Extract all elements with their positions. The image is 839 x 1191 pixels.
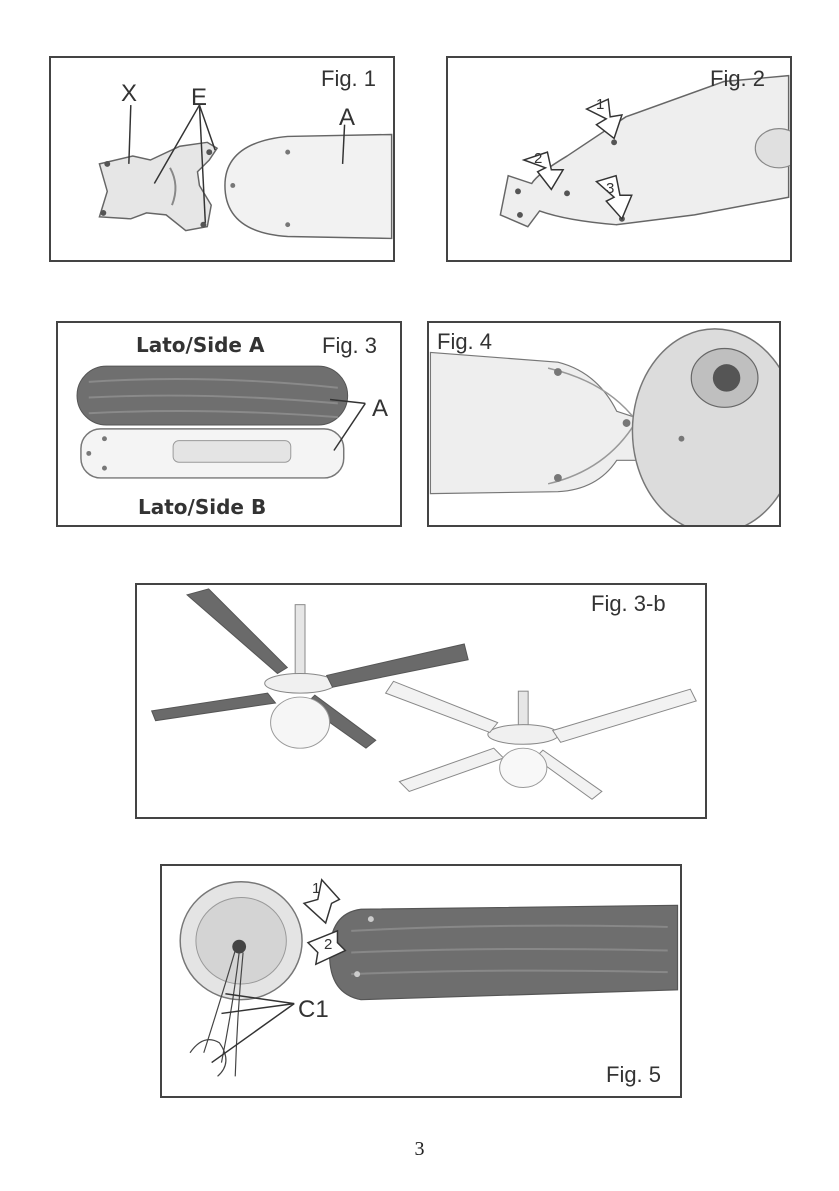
fig3-label: Fig. 3 xyxy=(322,333,377,359)
figure-2: Fig. 2 1 2 3 xyxy=(446,56,792,262)
fig4-label: Fig. 4 xyxy=(437,329,492,355)
callout-e: E xyxy=(191,84,207,112)
arrow-1-label: 1 xyxy=(596,96,604,113)
fig2-label: Fig. 2 xyxy=(710,66,765,92)
page-number: 3 xyxy=(0,1138,839,1161)
figure-3: Lato/Side A Fig. 3 A Lato/Side B xyxy=(56,321,402,527)
arrow-2-label: 2 xyxy=(534,150,542,167)
fig5-illustration xyxy=(162,866,680,1096)
callout-a: A xyxy=(339,104,355,132)
figure-4: Fig. 4 xyxy=(427,321,781,527)
arrow-1-label: 1 xyxy=(312,880,320,897)
figure-3b: Fig. 3-b xyxy=(135,583,707,819)
fig5-label: Fig. 5 xyxy=(606,1062,661,1088)
fig3b-illustration xyxy=(137,585,705,817)
callout-x: X xyxy=(121,80,137,108)
callout-c1: C1 xyxy=(298,996,329,1024)
side-b-label: Lato/Side B xyxy=(138,495,266,519)
arrow-3-label: 3 xyxy=(606,180,614,197)
figure-1: Fig. 1 X E A xyxy=(49,56,395,262)
fig1-label: Fig. 1 xyxy=(321,66,376,92)
callout-a: A xyxy=(372,395,388,423)
side-a-label: Lato/Side A xyxy=(136,333,264,357)
arrow-2-label: 2 xyxy=(324,936,332,953)
fig3b-label: Fig. 3-b xyxy=(591,591,666,617)
figure-5: 1 2 C1 Fig. 5 xyxy=(160,864,682,1098)
